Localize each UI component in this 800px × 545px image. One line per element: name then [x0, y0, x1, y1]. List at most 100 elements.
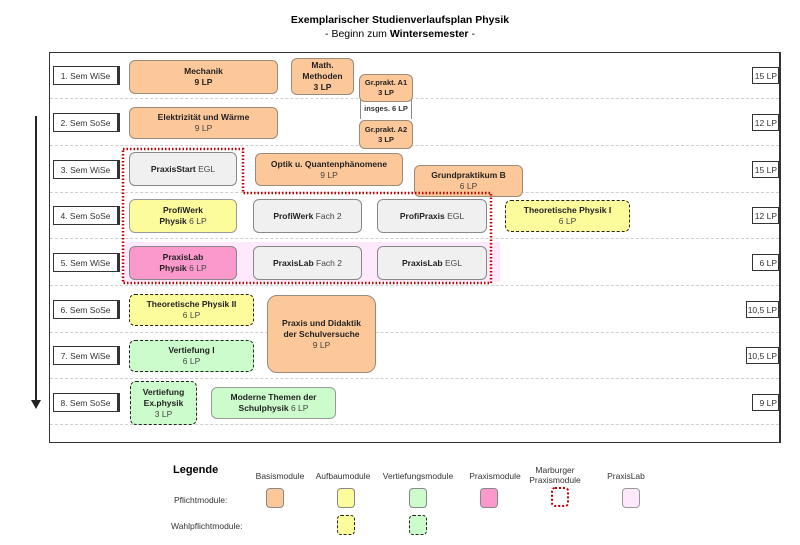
module-name: PraxisStart EGL: [150, 163, 216, 174]
timeline-arrow-line: [35, 116, 37, 401]
module-name-line1: Math.: [311, 60, 334, 70]
module-lp: 9 LP: [312, 339, 331, 350]
subtitle-suffix: -: [468, 28, 475, 40]
legend-col-aufbaumodule: Aufbaumodule: [315, 471, 371, 481]
module-elektrizitaet-waerme[interactable]: Elektrizität und Wärme 9 LP: [129, 107, 278, 139]
legend-col-praxislab: PraxisLab: [607, 471, 645, 481]
module-lp: 6 LP: [182, 356, 201, 366]
legend-swatch-aufbau-pflicht: [337, 488, 355, 508]
module-lp: 6 LP: [182, 310, 201, 320]
module-name: Optik u. Quantenphänomene: [270, 158, 388, 169]
module-grpraktikum-a2[interactable]: Gr.prakt. A2 3 LP: [359, 120, 413, 149]
subtitle-prefix: - Beginn zum: [325, 28, 390, 40]
module-lp: 3 LP: [313, 82, 332, 92]
module-name-line1: PraxisLab: [162, 252, 204, 262]
module-praxislab-fach2[interactable]: PraxisLab Fach 2: [253, 246, 362, 280]
semester-lp-total: 15 LP: [752, 67, 780, 84]
legend-col-basismodule: Basismodule: [255, 471, 305, 481]
row-divider: [50, 238, 779, 239]
semester-lp-total: 12 LP: [752, 114, 780, 131]
module-grpraktikum-a1[interactable]: Gr.prakt. A1 3 LP: [359, 74, 413, 102]
module-moderne-themen-schulphysik[interactable]: Moderne Themen der Schulphysik 6 LP: [211, 387, 336, 419]
module-lp: 9 LP: [194, 123, 213, 133]
module-profiwerk-fach2[interactable]: ProfiWerk Fach 2: [253, 199, 362, 233]
row-divider: [50, 98, 779, 99]
module-name-line2: der Schulversuche: [283, 328, 360, 339]
module-lp: 6 LP: [459, 181, 478, 191]
module-theoretische-physik-2[interactable]: Theoretische Physik II 6 LP: [129, 294, 254, 326]
legend-row-pflichtmodule: Pflichtmodule:: [174, 495, 228, 505]
module-theoretische-physik-1[interactable]: Theoretische Physik I 6 LP: [505, 200, 630, 232]
module-grundpraktikum-b[interactable]: Grundpraktikum B 6 LP: [414, 165, 523, 197]
module-math-methoden[interactable]: Math. Methoden 3 LP: [291, 58, 354, 95]
module-name: Elektrizität und Wärme: [157, 112, 250, 122]
module-lp: 3 LP: [378, 88, 394, 97]
semester-lp-total: 9 LP: [752, 394, 780, 411]
module-name: Theoretische Physik I: [523, 205, 612, 215]
module-name: ProfiWerk Fach 2: [273, 210, 342, 221]
legend-col-marburger-praxismodule: Marburger Praxismodule: [520, 465, 590, 485]
module-optik-quantenphaenomene[interactable]: Optik u. Quantenphänomene 9 LP: [255, 153, 403, 186]
semester-label: 7. Sem WiSe: [53, 346, 120, 365]
legend-swatch-praxis-pflicht: [480, 488, 498, 508]
legend-col-vertiefungsmodule: Vertiefungsmodule: [382, 471, 454, 481]
module-lp: 9 LP: [320, 169, 338, 180]
row-divider: [50, 285, 779, 286]
semester-label: 1. Sem WiSe: [53, 66, 120, 85]
semester-label: 5. Sem WiSe: [53, 253, 120, 272]
legend-col-praxismodule: Praxismodule: [469, 471, 521, 481]
module-name: Theoretische Physik II: [146, 299, 237, 309]
module-name: Gr.prakt. A1: [364, 78, 408, 87]
semester-label: 6. Sem SoSe: [53, 300, 120, 319]
legend-swatch-aufbau-wahlpflicht: [337, 515, 355, 535]
legend-swatch-marburger-pflicht: [551, 487, 569, 507]
module-name: PraxisLab EGL: [401, 257, 462, 268]
semester-lp-total: 10,5 LP: [746, 301, 780, 318]
module-praxislab-physik[interactable]: PraxisLab Physik 6 LP: [129, 246, 237, 280]
module-mechanik[interactable]: Mechanik 9 LP: [129, 60, 278, 94]
page-title: Exemplarischer Studienverlaufsplan Physi…: [290, 14, 510, 26]
module-lp: 3 LP: [154, 408, 173, 419]
module-name: Vertiefung I: [168, 345, 215, 355]
semester-label: 8. Sem SoSe: [53, 393, 120, 412]
module-name-line2: Schulphysik 6 LP: [238, 403, 309, 413]
semester-lp-total: 10,5 LP: [746, 347, 780, 364]
module-name-line1: Praxis und Didaktik: [282, 317, 361, 328]
module-lp: 3 LP: [378, 134, 394, 144]
module-name: Grundpraktikum B: [431, 170, 506, 180]
module-profipraxis-egl[interactable]: ProfiPraxis EGL: [377, 199, 487, 233]
legend-col-marburger-line2: Praxismodule: [529, 475, 581, 485]
row-divider: [50, 332, 779, 333]
module-praxis-didaktik-schulversuche[interactable]: Praxis und Didaktik der Schulversuche 9 …: [267, 295, 376, 373]
module-profiwerk-physik[interactable]: ProfiWerk Physik 6 LP: [129, 199, 237, 233]
module-name-line2: Physik 6 LP: [159, 263, 207, 273]
row-divider: [50, 424, 779, 425]
module-name-line1: Moderne Themen der: [230, 392, 317, 402]
module-vertiefung-exphysik[interactable]: Vertiefung Ex.physik 3 LP: [130, 381, 197, 425]
legend-swatch-praxislab-pflicht: [622, 488, 640, 508]
red-dotted-outline: [121, 147, 493, 285]
page-subtitle: - Beginn zum Wintersemester -: [0, 28, 800, 40]
semester-lp-total: 12 LP: [752, 207, 780, 224]
row-divider: [50, 145, 779, 146]
legend-swatch-vertiefung-pflicht: [409, 488, 427, 508]
legend-title: Legende: [173, 464, 219, 476]
module-lp: 6 LP: [558, 216, 577, 226]
module-name-line1: ProfiWerk: [163, 205, 203, 215]
legend-row-wahlpflichtmodule: Wahlpflichtmodule:: [171, 521, 243, 531]
module-praxislab-egl[interactable]: PraxisLab EGL: [377, 246, 487, 280]
module-name: ProfiPraxis EGL: [399, 210, 465, 221]
module-name: Gr.prakt. A2: [364, 124, 408, 134]
module-vertiefung-1[interactable]: Vertiefung I 6 LP: [129, 340, 254, 372]
row-divider: [50, 378, 779, 379]
arrow-down-icon: [31, 400, 41, 409]
legend-col-marburger-line1: Marburger: [535, 465, 575, 475]
module-name-line2: Physik 6 LP: [159, 216, 207, 226]
module-name: Mechanik: [184, 66, 223, 76]
semester-label: 3. Sem WiSe: [53, 160, 120, 179]
module-praxisstart-egl[interactable]: PraxisStart EGL: [129, 152, 237, 186]
module-lp: 9 LP: [194, 77, 213, 87]
plan-frame: [49, 52, 781, 443]
module-name-line1: Vertiefung: [142, 386, 185, 397]
